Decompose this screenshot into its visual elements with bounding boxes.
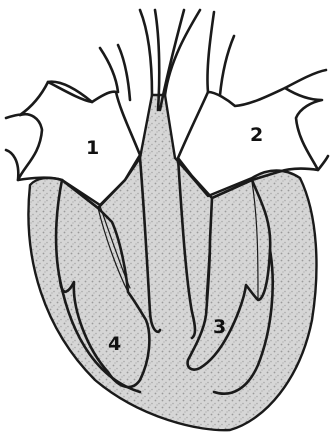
chamber-3-label: 3: [213, 316, 226, 338]
pulmonary-vessel-inner: [220, 36, 234, 95]
aorta-left-wall: [140, 10, 152, 95]
pulmonary-vessel-outer: [207, 12, 214, 92]
aorta-right-wall: [165, 10, 200, 95]
heart-wall: [28, 95, 316, 430]
left-vessel-stub: [6, 115, 20, 118]
left-lower-stub: [6, 150, 18, 180]
chamber-2-label: 2: [250, 124, 263, 146]
vena-cava-outer: [100, 48, 118, 92]
vena-cava-inner: [118, 45, 130, 100]
right-lower-stub: [318, 156, 328, 170]
chamber-1-label: 1: [86, 137, 99, 159]
chamber-4-label: 4: [108, 333, 121, 355]
aorta-inner-right: [160, 10, 184, 110]
right-vessel-top: [285, 70, 326, 88]
